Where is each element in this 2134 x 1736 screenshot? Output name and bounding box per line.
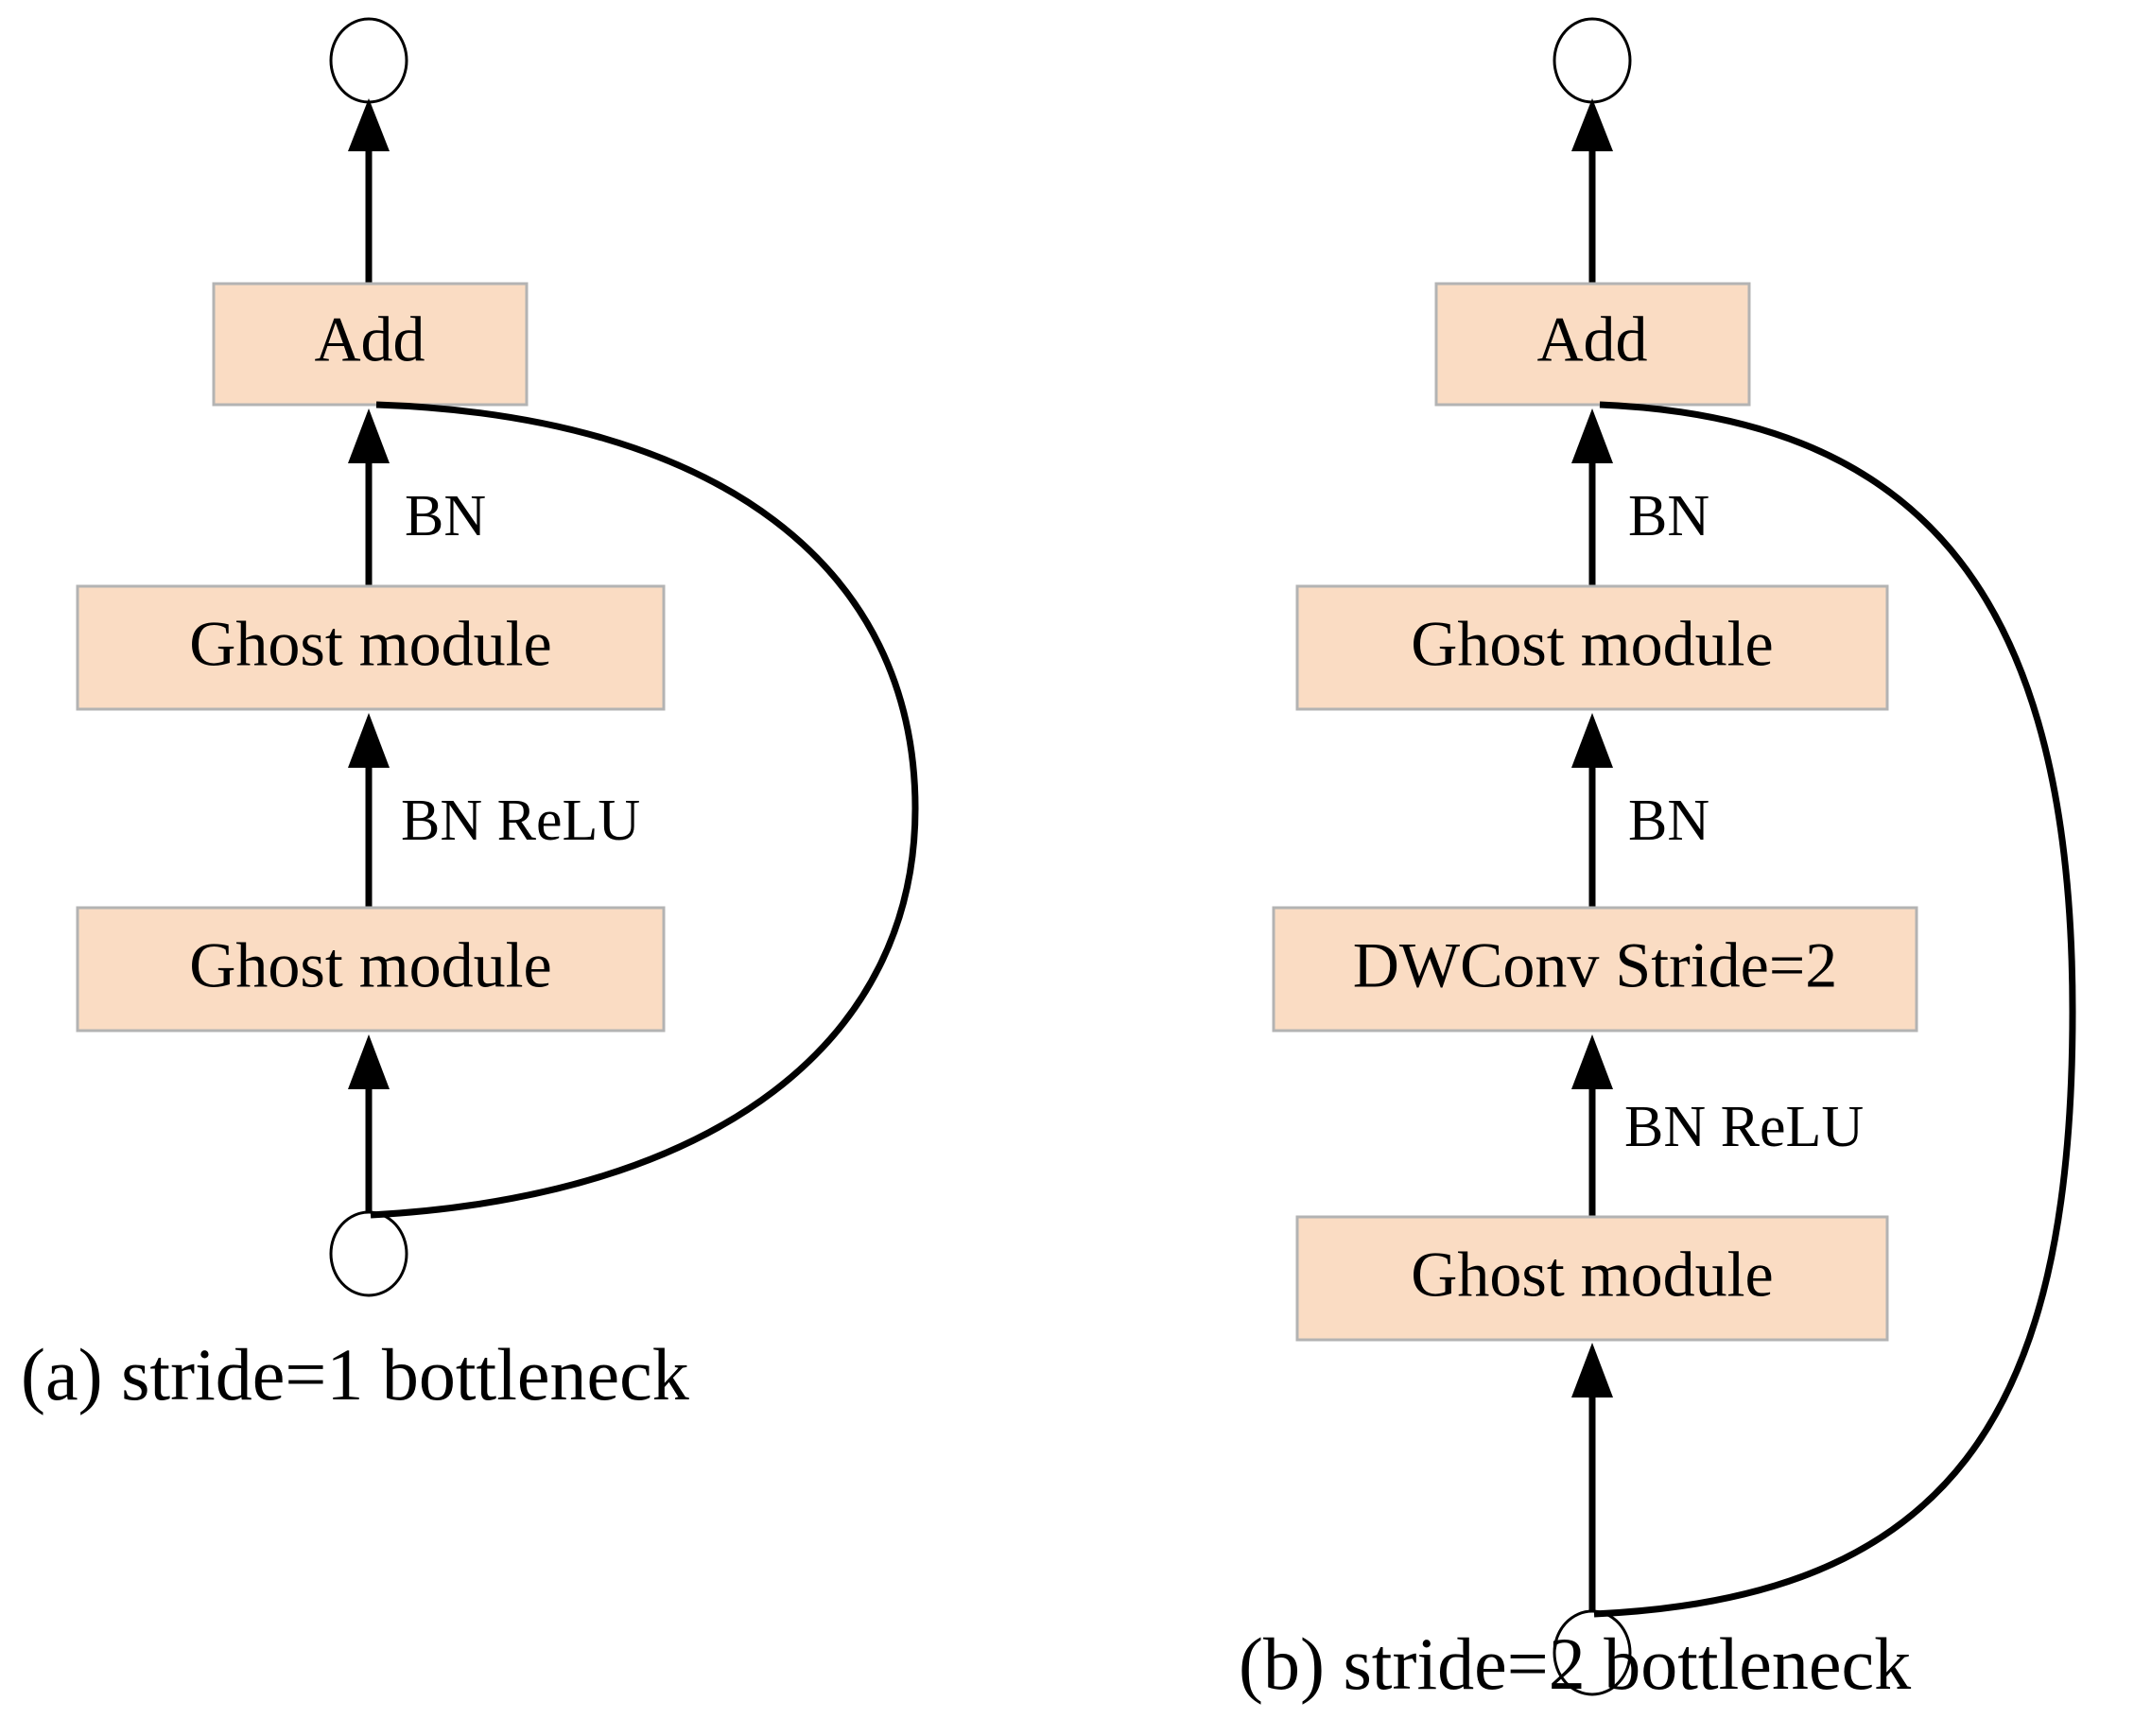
panel-b-ghost-top-box-label: Ghost module [1411, 608, 1773, 680]
panel-a-input-node[interactable] [329, 1210, 408, 1297]
panel-a-caption: (a) stride=1 bottleneck [21, 1333, 689, 1415]
panel-a-ghostbottom-to-ghosttop-arrowhead [348, 713, 390, 768]
panel-b-dwconv-to-ghosttop-arrowhead [1571, 713, 1613, 768]
panel-a-add-box-label: Add [314, 304, 425, 375]
panel-a-output-node[interactable] [329, 17, 408, 104]
panel-b-dwconv-box[interactable] [1272, 906, 1918, 1033]
panel-b-add-box-label: Add [1536, 304, 1647, 375]
panel-a-ghosttop-to-add-arrowhead [348, 408, 390, 463]
panel-b-dwconv-box-label: DWConv Stride=2 [1353, 929, 1837, 1001]
panel-a-add-box[interactable] [212, 282, 529, 407]
panel-b-input-node[interactable] [1553, 1609, 1632, 1696]
panel-b-group: Add BN Ghost module BN DWConv Stride=2 B… [1239, 17, 2076, 1705]
panel-a-edge-label-bn-relu: BN ReLU [401, 789, 640, 853]
panel-a-ghost-bottom-box-label: Ghost module [189, 929, 551, 1001]
panel-b-input-to-ghostbottom-arrowhead [1571, 1343, 1613, 1397]
panel-a-edge-label-bn: BN [405, 484, 486, 548]
panel-b-edge-label-bn-mid: BN [1628, 789, 1709, 853]
panel-b-output-node[interactable] [1553, 17, 1632, 104]
panel-a-add-to-output-arrowhead [348, 98, 390, 151]
panel-a-ghost-top-box-label: Ghost module [189, 608, 551, 680]
panel-b-edge-label-bn-top: BN [1628, 484, 1709, 548]
panel-b-edge-label-bn-relu: BN ReLU [1624, 1095, 1864, 1159]
panel-b-ghost-top-box[interactable] [1295, 584, 1889, 711]
panel-b-ghost-bottom-box[interactable] [1295, 1215, 1889, 1342]
panel-b-ghostbottom-to-dwconv-arrowhead [1571, 1034, 1613, 1089]
panel-a-ghost-bottom-box[interactable] [76, 906, 666, 1033]
panel-a-input-to-ghostbottom-arrowhead [348, 1034, 390, 1089]
panel-a-group: Add BN Ghost module BN ReLU Ghost module [21, 17, 919, 1415]
panel-a-skip-connection [370, 401, 919, 1219]
panel-b-skip-connection [1593, 401, 2076, 1618]
panel-a-ghost-top-box[interactable] [76, 584, 666, 711]
panel-b-add-box[interactable] [1434, 282, 1751, 407]
panel-b-ghosttop-to-add-arrowhead [1571, 408, 1613, 463]
panel-b-ghost-bottom-box-label: Ghost module [1411, 1239, 1773, 1311]
panel-b-add-to-output-arrowhead [1571, 98, 1613, 151]
panel-b-caption: (b) stride=2 bottleneck [1239, 1623, 1911, 1705]
